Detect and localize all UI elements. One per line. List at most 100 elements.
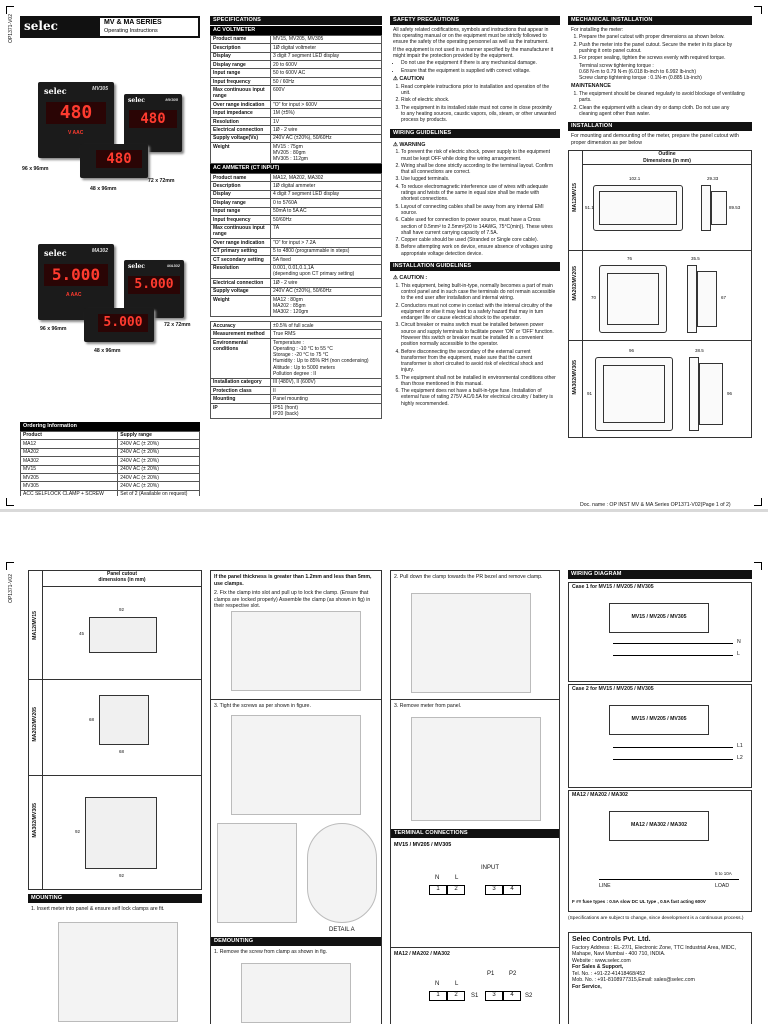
- spec-key: Input impedance: [210, 108, 271, 118]
- terminal-ma-label: MA12 / MA202 / MA302: [394, 951, 450, 957]
- spec-value: 1M (±5%): [270, 108, 382, 118]
- product-cell: MA202: [20, 447, 119, 458]
- demount-step-3: 3. Remove meter from panel.: [394, 703, 462, 709]
- spec-value: III (480V), II (600V): [270, 377, 382, 388]
- spec-value: 240V AC (±20%), 50/60Hz: [270, 133, 382, 144]
- list-item: To prevent the risk of electric shock, p…: [401, 149, 557, 162]
- column-header: Supply range: [117, 430, 200, 441]
- spec-value: 7A: [270, 223, 382, 240]
- spec-value: 20 to 600V: [270, 60, 382, 70]
- spec-value: MA12, MA202, MA302: [270, 172, 382, 183]
- remove-meter-illustration: [411, 717, 541, 821]
- spec-value: 5 to 4800 (programmable in steps): [270, 246, 382, 257]
- crop-mark: [6, 562, 14, 570]
- crop-mark: [754, 562, 762, 570]
- spec-key: CT secondary setting: [210, 255, 271, 265]
- mounting-step-2: 2. Fix the clamp into slot and pull up t…: [214, 590, 371, 609]
- supply-cell: 240V AC (± 20%): [117, 472, 200, 483]
- cutout-3: [85, 797, 157, 869]
- spec-value: 4 digit 7 segment LED display: [270, 189, 382, 200]
- caution-label: ⚠ CAUTION: [393, 76, 424, 83]
- spec-key: Supply voltage(Vs): [210, 133, 271, 144]
- column-header: Product: [20, 430, 119, 441]
- list-item: Before attempting work on device, ensure…: [401, 244, 557, 257]
- list-item: Before disconnecting the secondary of th…: [401, 349, 557, 374]
- spec-value: 50 to 600V AC: [270, 68, 382, 78]
- spec-key: Input range: [210, 206, 271, 217]
- mounting-illustration: [58, 922, 178, 1022]
- doc-id: OP1371-V02: [8, 14, 14, 43]
- page-2: OP1371-V02 Panel cutout dimensions (in m…: [0, 514, 768, 1024]
- installation-guidelines-section: ⚠ CAUTION : This equipment, being built-…: [390, 271, 560, 410]
- list-item: Do not use the equipment if there is any…: [401, 60, 557, 66]
- spec-value: 5A fixed: [270, 255, 382, 265]
- spec-value: MV15, MV205, MV305: [270, 34, 382, 45]
- spec-value: 600V: [270, 85, 382, 102]
- spec-value: 50mA to 5A AC: [270, 206, 382, 217]
- spec-value: 3 digit 7 segment LED display: [270, 51, 382, 62]
- list-item: Push the meter into the panel cutout. Se…: [579, 42, 749, 55]
- mounting-step-3: 3. Tight the screws as per shown in figu…: [214, 703, 311, 709]
- model-label: MA12/MV15: [572, 183, 578, 213]
- spec-key: Installation category: [210, 377, 271, 388]
- meter-photo-ma-96: selec MA302 5.000 A AAC: [38, 244, 114, 320]
- spec-value: "O" for input > 7.2A: [270, 238, 382, 248]
- spec-value: 1Ø - 2 wire: [270, 125, 382, 135]
- spec-value: 0.001, 0.01,0.1,1A (depending upon CT pr…: [270, 263, 382, 280]
- size-caption: 72 x 72mm: [164, 322, 191, 328]
- supply-cell: 240V AC (± 20%): [117, 439, 200, 449]
- spec-key: Weight: [210, 295, 271, 318]
- ordering-title: Ordering Information: [20, 422, 200, 431]
- spec-value: II: [270, 386, 382, 396]
- outline-dimensions: Outline Dimensions (in mm) MA12/MV15 MA2…: [568, 150, 752, 439]
- doc-name: Doc. name : OP INST MV & MA Series OP137…: [580, 502, 731, 508]
- meter-photo-ma-48: 5.000: [84, 308, 154, 342]
- spec-key: Product name: [210, 172, 271, 183]
- spec-key: Max continuous input range: [210, 85, 271, 102]
- spec-key: Over range indication: [210, 100, 271, 110]
- list-item: The equipment does not have a built-in-t…: [401, 388, 557, 407]
- spec-row: Over range indication"O" for input > 7.2…: [210, 238, 382, 248]
- outline-side-2: [687, 265, 697, 334]
- spec-value: 50/60Hz: [270, 215, 382, 225]
- p2-column-3: 2. Pull down the clamp towards the PR be…: [390, 570, 560, 1024]
- installation-guidelines-title: INSTALLATION GUIDELINES: [390, 262, 560, 272]
- model-label: MA302/MV305: [572, 360, 578, 395]
- list-item: Ensure that the equipment is supplied wi…: [401, 68, 557, 74]
- caution-label: ⚠ CAUTION :: [393, 275, 428, 282]
- outline-side-1: [701, 185, 711, 232]
- spec-key: Resolution: [210, 263, 271, 280]
- spec-value: 240V AC (±20%), 50/60Hz: [270, 286, 382, 297]
- list-item: To reduce electromagnetic interference u…: [401, 184, 557, 203]
- spec-value: MV15 : 75gm MV205 : 80gm MV305 : 112gm: [270, 142, 382, 165]
- list-item: Layout of connecting cables shall be awa…: [401, 204, 557, 217]
- p2-column-4: WIRING DIAGRAM Case 1 for MV15 / MV205 /…: [568, 570, 752, 1024]
- model-label: MA12/MV15: [32, 611, 38, 640]
- column-4: MECHANICAL INSTALLATION For installing t…: [568, 16, 752, 506]
- product-cell: MA302: [20, 456, 119, 466]
- installation-intro: For mounting and demounting of the meter…: [571, 133, 739, 146]
- screw-illustration: [231, 715, 361, 815]
- list-item: Risk of electric shock.: [401, 97, 557, 103]
- title-box: MV & MA SERIES Operating Instructions: [100, 18, 198, 36]
- spec-key: CT primary setting: [210, 246, 271, 257]
